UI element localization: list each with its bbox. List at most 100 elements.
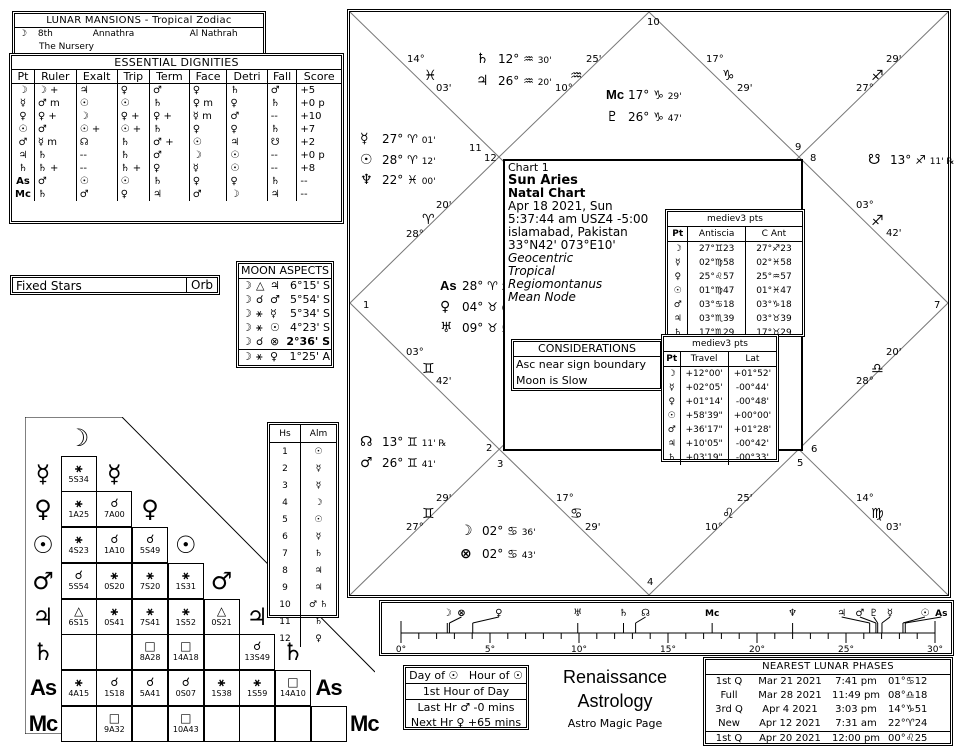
dignity-cell: ♃: [75, 83, 118, 97]
travel-row: ☽+12°00'+01°52': [664, 366, 776, 381]
planet-degree: 22°: [382, 173, 404, 187]
aspect-orb: 7A00: [104, 510, 125, 520]
dignity-cell: ♂: [33, 175, 77, 188]
planet-degree: 02°: [482, 547, 504, 561]
cusp-line: [798, 156, 948, 304]
planet-icon: ♂: [270, 293, 280, 306]
aspect-icon: ☌: [110, 532, 119, 547]
aspect-cell: ⚹1A25: [60, 491, 97, 528]
travel-cell: +36'17": [679, 423, 729, 437]
zodiac-sign-icon: ♐: [915, 153, 926, 167]
dignity-cell: ♀: [188, 123, 227, 136]
dignity-header: Score: [296, 69, 341, 84]
dignity-cell: ♀: [188, 175, 227, 188]
zodiac-sign-icon: ♑: [653, 88, 664, 102]
planet-glyph-icon: ♃: [476, 73, 489, 89]
grid-row-label: ☿: [35, 459, 51, 488]
travel-cell: +12°00': [679, 366, 729, 381]
dignity-cell: ♄: [266, 175, 297, 188]
planet-icon: ☿: [674, 258, 681, 268]
dignity-cell: ♄: [266, 97, 297, 110]
planet-icon: ♄: [18, 163, 28, 174]
antiscia-cell: 01°♍47: [687, 284, 746, 298]
house-number: 1: [270, 442, 301, 460]
day-hour-row: Day of ☉ Hour of ☉: [406, 668, 526, 684]
cusp-9-deg: 17°: [706, 54, 724, 65]
grid-diagonal-label: ☿: [107, 459, 122, 488]
dignity-row: Mc♄♂♀♃♂☽♃--: [12, 188, 341, 201]
house-number: 8: [270, 562, 301, 579]
natal-chart: 10 11 12 1 2 3 4 5 6 7 8 9 14° ♓ 03' 10°…: [347, 9, 955, 598]
moon-icon: ☽: [242, 293, 252, 306]
dignity-cell: +10: [296, 110, 341, 123]
brand-subtitle[interactable]: Astro Magic Page: [567, 717, 663, 730]
moon-aspect-row: ☽⚹☉4°23' S: [239, 321, 331, 335]
cusp-line: [648, 448, 800, 595]
zodiac-sign-icon: ♉: [487, 300, 498, 314]
travel-row: ☿+02°05'-00°44': [664, 381, 776, 395]
zodiac-sign-icon: ♈: [407, 153, 418, 167]
house-number: 7: [270, 545, 301, 562]
ruler-marker-icon: ♃: [837, 608, 846, 619]
house-number: 10: [270, 596, 301, 613]
moon-aspects-panel: MOON ASPECTS ☽△♃6°15' S☽☌♂5°54' S☽⚹☿5°34…: [236, 261, 334, 368]
planet-minutes: 11' ℞: [929, 157, 955, 167]
cusp-line: [798, 302, 948, 450]
house-number: 6: [270, 528, 301, 545]
grid-row-label: ♂: [32, 566, 54, 595]
aspect-cell: ⚹7S41: [132, 598, 169, 635]
phase-position: 08°♎18: [888, 690, 928, 701]
ruler-tick-label: 10°: [571, 645, 587, 653]
aspect-cell: □8A28: [132, 634, 169, 671]
house-row: 4☽: [270, 494, 336, 511]
lunar-mansions-panel: LUNAR MANSIONS - Tropical Zodiac ☽ 8th A…: [12, 11, 266, 56]
aspect-cell: [132, 705, 169, 742]
dignity-cell: ☿: [188, 162, 227, 175]
dignity-header: Trip: [116, 69, 150, 84]
dignity-cell: ♂ m: [33, 97, 77, 110]
cusp-11-deg: 14°: [407, 54, 425, 65]
house-number: 4: [270, 494, 301, 511]
house-row: 9♃: [270, 579, 336, 596]
grid-row-label: ♀: [34, 495, 52, 524]
aspect-orb: 2°36' S: [286, 335, 330, 348]
dignity-cell: --: [266, 149, 297, 162]
planet-degree: 26°: [498, 74, 520, 88]
degree-ruler-scale: 0°5°10°15°20°25°30°☽⊗♀♅♄☊Mc♆♃♂♇☿☉As: [396, 608, 948, 653]
ruler-marker-icon: Mc: [705, 609, 719, 619]
dignity-cell: +0 p: [296, 97, 341, 110]
dignity-cell: ♂: [149, 83, 190, 97]
aspect-icon: ⚹: [75, 460, 83, 475]
dignity-cell: ♃: [226, 136, 268, 149]
planet-position: ⊗02° ♋ 43': [460, 547, 536, 563]
dignity-cell: ☽ +: [33, 83, 77, 97]
phase-name: New: [718, 718, 740, 729]
cusp-12-deg: 28°: [406, 229, 424, 240]
almuten-icon: ♃: [314, 565, 323, 576]
aspect-icon: ⚹: [217, 674, 226, 689]
antiscia-cell: 03°♉39: [744, 312, 802, 326]
dignity-cell: ☉: [116, 97, 150, 110]
ruler-marker-leader: [902, 616, 926, 624]
dignity-cell: +7: [296, 123, 341, 136]
dignity-cell: ☽: [226, 188, 268, 201]
dignity-cell: --: [266, 162, 297, 175]
house-number-1: 1: [363, 300, 370, 311]
almuten-icon: ☿: [315, 463, 322, 474]
cusp-line: [498, 448, 650, 595]
aspect-cell: ⚹4A15: [60, 669, 97, 706]
antiscia-cell: 01°♓47: [744, 284, 802, 298]
planet-position: ☉28° ♈ 12': [360, 153, 436, 169]
ruler-marker-leader: [841, 616, 870, 624]
almuten-icon: ♂ ♄: [309, 599, 328, 610]
house-number-9: 9: [795, 142, 802, 153]
aspect-orb: 1S52: [175, 617, 196, 627]
planet-icon: ☿: [668, 383, 675, 393]
moon-aspect-row: ☽△♃6°15' S: [239, 279, 331, 293]
